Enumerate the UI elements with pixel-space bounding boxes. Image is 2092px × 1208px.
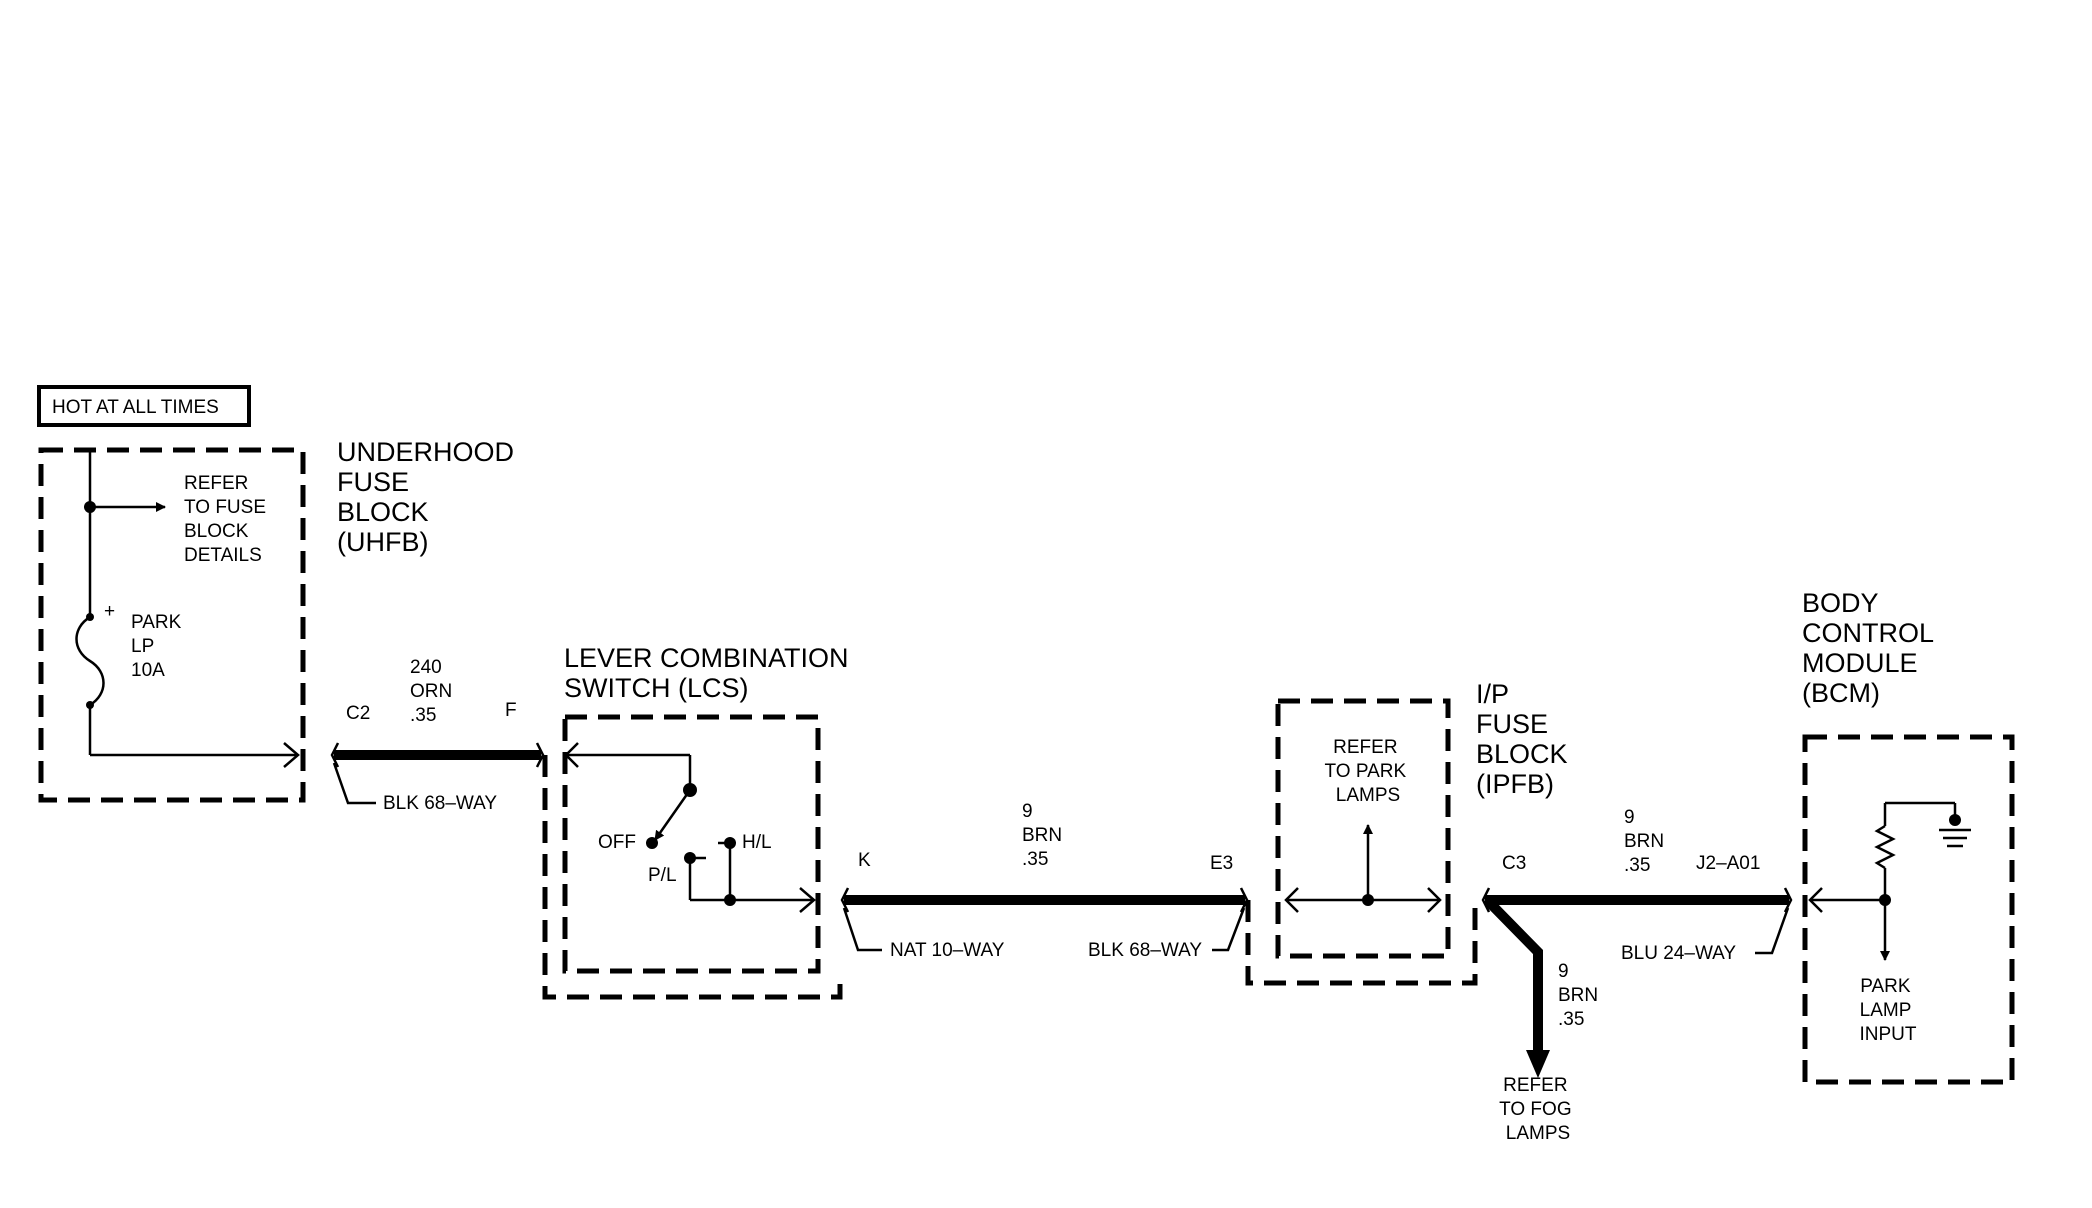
wire2-circuit-label: 9 BRN .35: [1022, 801, 1067, 870]
pin-c3-label: C3: [1502, 853, 1526, 874]
switch-pl-label: P/L: [648, 865, 677, 886]
fuse-label: PARK LP 10A: [131, 612, 187, 681]
connector-c2-icon: [330, 742, 340, 768]
hot-at-all-times-label: HOT AT ALL TIMES: [52, 397, 219, 418]
uhfb-refer-text: REFER TO FUSE BLOCK DETAILS: [184, 473, 271, 566]
wire-9-brn-bcm: C3 J2–A01 9 BRN .35 BLU 24–WAY: [1481, 807, 1793, 964]
ip-fuse-block: I/P FUSE BLOCK (IPFB) REFER TO PARK LAMP…: [1245, 679, 1575, 986]
fuse-icon: [75, 613, 105, 709]
fog-arrow-icon: [1526, 1050, 1550, 1078]
switch-hl-label: H/L: [742, 832, 772, 853]
underhood-fuse-block: UNDERHOOD FUSE BLOCK (UHFB) REFER TO FUS…: [38, 437, 522, 803]
hot-at-all-times-box: HOT AT ALL TIMES: [37, 385, 251, 427]
lcs-output-arrow-icon: [799, 887, 816, 913]
fog-circuit-label: 9 BRN .35: [1558, 961, 1603, 1030]
park-lamp-input-label: PARK LAMP INPUT: [1860, 976, 1917, 1045]
wire1-connector-label: BLK 68–WAY: [383, 793, 497, 814]
fuse-plus-label: +: [104, 601, 115, 622]
ipfb-refer-text: REFER TO PARK LAMPS: [1325, 737, 1412, 806]
ground-icon: [1939, 828, 1971, 848]
pin-f-label: F: [505, 700, 517, 721]
wire1-circuit-label: 240 ORN .35: [410, 657, 458, 726]
bcm-title: BODY CONTROL MODULE (BCM): [1802, 588, 1941, 708]
wire3-circuit-label: 9 BRN .35: [1624, 807, 1669, 876]
ipfb-title: I/P FUSE BLOCK (IPFB): [1476, 679, 1575, 799]
pin-e3-label: E3: [1210, 853, 1233, 874]
pin-j2-a01-label: J2–A01: [1696, 853, 1760, 874]
wire-9-brn-main: K E3 9 BRN .35 NAT 10–WAY BLK 68–WAY: [840, 801, 1249, 961]
lever-combination-switch: LEVER COMBINATION SWITCH (LCS) OFF P/L H…: [542, 643, 856, 1000]
wire-240-orn: C2 F 240 ORN .35 BLK 68–WAY: [330, 657, 545, 814]
switch-blade-icon: [653, 789, 692, 841]
resistor-icon: [1874, 824, 1896, 870]
wire2-left-connector-label: NAT 10–WAY: [890, 940, 1005, 961]
connector-arrow-icon: [283, 742, 300, 768]
lcs-title: LEVER COMBINATION SWITCH (LCS): [564, 643, 856, 703]
pin-c2-label: C2: [346, 703, 370, 724]
ipfb-left-arrow-icon: [1284, 887, 1299, 913]
wire2-right-connector-label: BLK 68–WAY: [1088, 940, 1202, 961]
uhfb-title: UNDERHOOD FUSE BLOCK (UHFB): [337, 437, 522, 557]
fog-refer-text: REFER TO FOG LAMPS: [1499, 1075, 1577, 1144]
switch-off-label: OFF: [598, 832, 636, 853]
fog-lamps-branch: 9 BRN .35 REFER TO FOG LAMPS: [1483, 896, 1603, 1144]
wire3-connector-label: BLU 24–WAY: [1621, 943, 1736, 964]
pin-k-label: K: [858, 850, 871, 871]
body-control-module: BODY CONTROL MODULE (BCM) PARK LAMP INPU…: [1802, 588, 2015, 1085]
ipfb-right-arrow-icon: [1427, 887, 1442, 913]
